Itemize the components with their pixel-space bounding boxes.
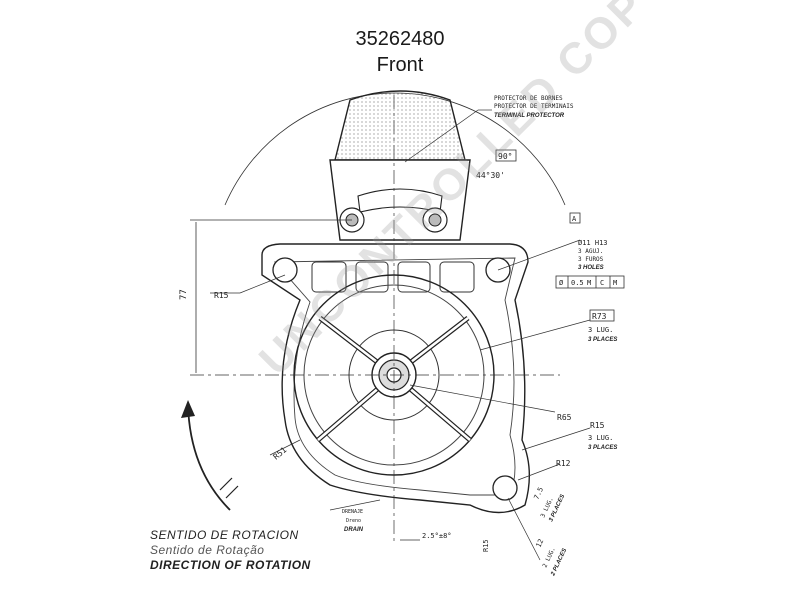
tolerance-frame [555, 275, 625, 289]
angle-25-label: 2.5°±8° [422, 532, 452, 540]
pocket [355, 261, 389, 293]
datum-label: A [572, 215, 577, 223]
flange-outline [261, 243, 531, 514]
pocket [439, 261, 475, 293]
protector-pt: PROTECTOR DE TERMINAIS [494, 103, 574, 110]
r73-note-es: 3 LUG. [588, 326, 613, 334]
protector-en: TERMINAL PROTECTOR [494, 113, 565, 119]
leader-r15-right [521, 427, 591, 451]
pocket [311, 261, 347, 293]
tolerance-modifier: M [587, 279, 591, 287]
r15-left-label: R15 [214, 291, 229, 300]
pocket [397, 261, 431, 293]
rotation-arrow-tail [219, 477, 233, 491]
mount-hole-bottom [492, 475, 518, 501]
rotation-label-pt: Sentido de Rotação [150, 543, 265, 557]
mount-hole-left [272, 257, 298, 283]
leader-r15-left [239, 274, 286, 294]
view-title: Front [376, 54, 424, 76]
rotation-arrow-head [181, 400, 195, 418]
rotation-label-en: DIRECTION OF ROTATION [150, 558, 311, 572]
terminal-protector [334, 90, 466, 161]
hole-count-pt: 3 FUROS [578, 256, 604, 263]
leader-r65 [409, 384, 556, 413]
dim-12: 12 [535, 538, 546, 549]
drain-es: DRENAJE [342, 509, 363, 515]
drain-en: DRAIN [344, 527, 364, 533]
r15-right-note-es: 3 LUG. [588, 434, 613, 442]
terminal-stud-right-core [428, 213, 442, 227]
r15-right-note-en: 3 PLACES [588, 445, 617, 451]
rotation-arrow-tail [225, 485, 239, 499]
r12-label: R12 [556, 459, 571, 468]
tolerance-datum-modifier: M [613, 279, 617, 287]
dim-7-5: 7.5 [533, 486, 546, 501]
r73-note-en: 3 PLACES [588, 337, 617, 343]
r15-right-label: R15 [590, 421, 605, 430]
tolerance-value: 0.5 [571, 279, 584, 287]
hole-size: Ø11 H13 [578, 239, 608, 247]
r73-box [589, 309, 615, 322]
part-number: 35262480 [355, 28, 445, 50]
leader-drain [329, 499, 381, 511]
leader-r12 [517, 463, 561, 481]
r51-label: R51 [272, 445, 289, 461]
flange-inner-outline [274, 257, 516, 496]
protector-es: PROTECTOR DE BORNES [494, 95, 563, 102]
leader-r51 [269, 439, 301, 456]
leader-hole-spec [497, 239, 581, 271]
drain-pt: Dreno [346, 518, 361, 524]
tolerance-datum: C [600, 279, 604, 287]
datum-box [569, 212, 581, 224]
hole-count-es: 3 AGUJ. [578, 248, 603, 255]
r73-label: R73 [592, 312, 607, 321]
dim-r15-bottom: R15 [482, 539, 490, 552]
hole-count-en: 3 HOLES [578, 265, 604, 271]
r65-label: R65 [557, 413, 572, 422]
angle-90-box [495, 149, 517, 162]
leader-bottom-dims [507, 497, 541, 561]
leader-protector [404, 109, 479, 163]
tolerance-symbol: Ø [559, 279, 564, 287]
leader-r73 [479, 319, 591, 351]
rotation-label-es: SENTIDO DE ROTACION [150, 528, 299, 542]
angle-90-label: 90° [498, 152, 512, 161]
rotation-arrow [187, 404, 231, 511]
dim-77-label: 77 [179, 289, 189, 300]
angle-44-label: 44°30' [476, 171, 505, 180]
